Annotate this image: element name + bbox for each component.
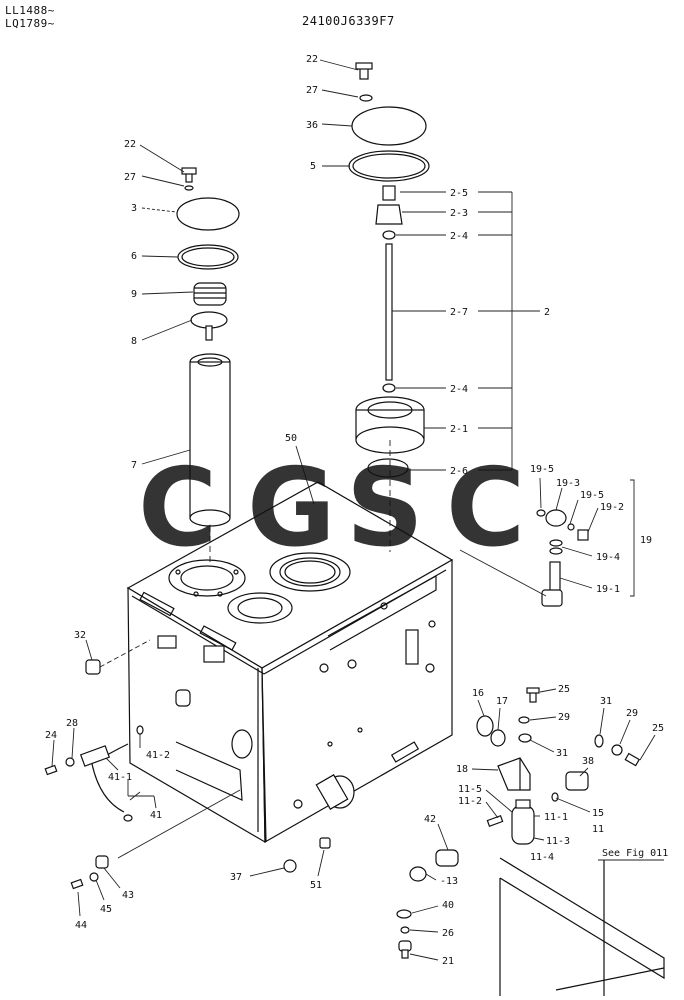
watermark-letter-3: S [346,446,424,571]
part-label-19-1: 19-1 [596,584,620,595]
part-label-29: 29 [626,708,638,719]
part-label-5: 5 [310,161,316,172]
part-label-25: 25 [652,723,664,734]
watermark: C G S C [138,446,525,571]
part-label-25: 25 [558,684,570,695]
part-label-16: 16 [472,688,484,699]
part-label-8: 8 [131,336,137,347]
hydraulic-tank [126,481,454,844]
part-label-21: 21 [442,956,454,967]
part-label-2-4: 2-4 [450,384,468,395]
watermark-letter-4: C [446,446,525,571]
part-labels: 22 27 36 5 22 27 3 6 9 8 7 50 2-5 2-3 2-… [45,54,668,967]
part-label-22: 22 [124,139,136,150]
part-label-11-5: 11-5 [458,784,482,795]
part-label-27: 27 [306,85,318,96]
part-label-11-1: 11-1 [544,812,568,823]
part-label-18: 18 [456,764,468,775]
strainer-assembly-left [176,167,240,566]
part-label-2-1: 2-1 [450,424,468,435]
part-label-41-1: 41-1 [108,772,132,783]
part-label-2-4: 2-4 [450,231,468,242]
part-label-40: 40 [442,900,454,911]
part-label-19-3: 19-3 [556,478,580,489]
part-label-43: 43 [122,890,134,901]
part-label-19: 19 [640,535,652,546]
part-label-19-2: 19-2 [600,502,624,513]
part-label-2-7: 2-7 [450,307,468,318]
part-label-6: 6 [131,251,137,262]
part-label-41: 41 [150,810,162,821]
part-label-3: 3 [131,203,137,214]
part-label-37: 37 [230,872,242,883]
part-label-32: 32 [74,630,86,641]
part-label-38: 38 [582,756,594,767]
serial-range-2: LQ1789~ [5,17,55,30]
lower-left-components [44,639,331,890]
part-label-27: 27 [124,172,136,183]
part-label-17: 17 [496,696,508,707]
part-label-29: 29 [558,712,570,723]
part-label-24: 24 [45,730,57,741]
part-label-13: -13 [440,876,458,887]
part-label-31: 31 [600,696,612,707]
part-label-7: 7 [131,460,137,471]
part-label-36: 36 [306,120,318,131]
part-label-26: 26 [442,928,454,939]
part-label-22: 22 [306,54,318,65]
part-label-2-3: 2-3 [450,208,468,219]
filter-assembly-right [348,62,430,552]
watermark-letter-2: G [247,446,336,571]
watermark-letter-1: C [138,446,217,571]
part-label-51: 51 [310,880,322,891]
part-label-31: 31 [556,748,568,759]
see-figure-reference: See Fig 011 [602,848,668,859]
part-label-11: 11 [592,824,604,835]
part-label-11-3: 11-3 [546,836,570,847]
part-label-9: 9 [131,289,137,300]
part-label-45: 45 [100,904,112,915]
serial-range-1: LL1488~ [5,4,55,17]
part-label-11-2: 11-2 [458,796,482,807]
part-label-19-5: 19-5 [580,490,604,501]
part-label-19-4: 19-4 [596,552,620,563]
leader-lines [51,59,664,961]
part-label-2-6: 2-6 [450,466,468,477]
part-label-19-5: 19-5 [530,464,554,475]
part-label-41-2: 41-2 [146,750,170,761]
fitting-assembly-19 [459,479,635,607]
part-label-44: 44 [75,920,87,931]
part-label-2: 2 [544,307,550,318]
part-label-42: 42 [424,814,436,825]
diagram-code: 24100J6339F7 [302,14,395,28]
part-label-50: 50 [285,433,297,444]
lower-right-components [396,687,665,996]
part-label-28: 28 [66,718,78,729]
part-label-15: 15 [592,808,604,819]
part-label-2-5: 2-5 [450,188,468,199]
part-label-11-4: 11-4 [530,852,554,863]
